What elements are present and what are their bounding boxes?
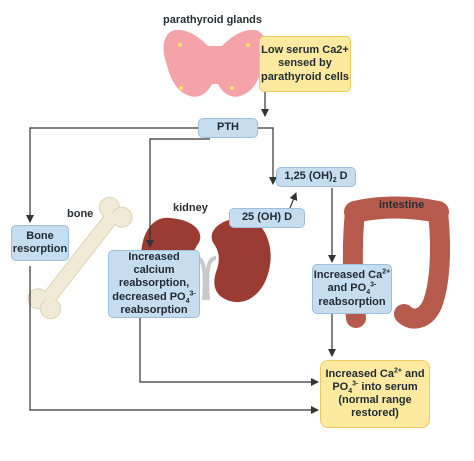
bone-resorption-line-1: Bone — [26, 229, 54, 242]
bone-resorption-line-2: resorption — [12, 243, 68, 255]
intestine-effect-line-3: reabsorption — [318, 295, 386, 308]
arrow-25-to-125 — [289, 192, 298, 209]
result-line-4: restored) — [351, 407, 399, 420]
low-serum-line-1: Low serum Ca2+ — [261, 44, 349, 57]
result-line-3: (normal range — [338, 394, 412, 406]
arrow-kidney-to-result — [139, 318, 319, 386]
bone-resorption-box: Bone resorption — [11, 225, 69, 261]
pth-box: PTH — [198, 118, 258, 138]
intestine-label: intestine — [379, 199, 425, 211]
bone-label: bone — [67, 208, 94, 220]
intestine-effect-box: Increased Ca2+ and PO43- reabsorption — [312, 264, 392, 314]
kidney-effect-line-2: calcium — [133, 264, 175, 277]
kidney-effect-line-5: reabsorption — [120, 303, 188, 316]
result-line-1: Increased Ca2+ and — [325, 366, 425, 380]
result-line-2: PO43- into serum — [332, 380, 418, 395]
kidney-effect-line-1: Increased — [128, 251, 180, 264]
arrow-pth-to-bone — [26, 127, 198, 223]
vitamin-d-125-box: 1,25 (OH)2 D — [276, 167, 356, 187]
kidney-label: kidney — [173, 202, 208, 214]
parathyroid-label: parathyroid glands — [163, 14, 263, 26]
arrow-bone-to-result — [29, 266, 319, 414]
intestine-effect-line-2: and PO43- — [327, 281, 377, 297]
kidney-effect-line-4: decreased PO43- — [112, 289, 196, 305]
result-box: Increased Ca2+ and PO43- into serum (nor… — [320, 360, 430, 428]
connector-arrows — [26, 92, 336, 414]
vitamin-d-25-box: 25 (OH) D — [229, 208, 305, 228]
vitamin-d-25-text: 25 (OH) D — [241, 211, 293, 224]
arrow-pth-to-kidney — [146, 138, 210, 248]
intestine-effect-line-1: Increased Ca2+ — [313, 268, 391, 282]
low-serum-line-2: sensed by — [278, 57, 332, 70]
vitamin-d-125-text: 1,25 (OH)2 D — [284, 170, 348, 185]
kidney-effect-box: Increased calcium reabsorption, decrease… — [108, 250, 200, 318]
arrow-pth-to-125vitd — [258, 127, 277, 185]
low-serum-line-3: parathyroid cells — [260, 70, 350, 83]
parathyroid-glands-icon — [163, 29, 267, 97]
bone-icon — [27, 196, 133, 320]
low-serum-box: Low serum Ca2+ sensed by parathyroid cel… — [259, 36, 351, 92]
kidney-effect-line-3: reabsorption, — [118, 277, 190, 290]
pth-text: PTH — [217, 121, 239, 134]
